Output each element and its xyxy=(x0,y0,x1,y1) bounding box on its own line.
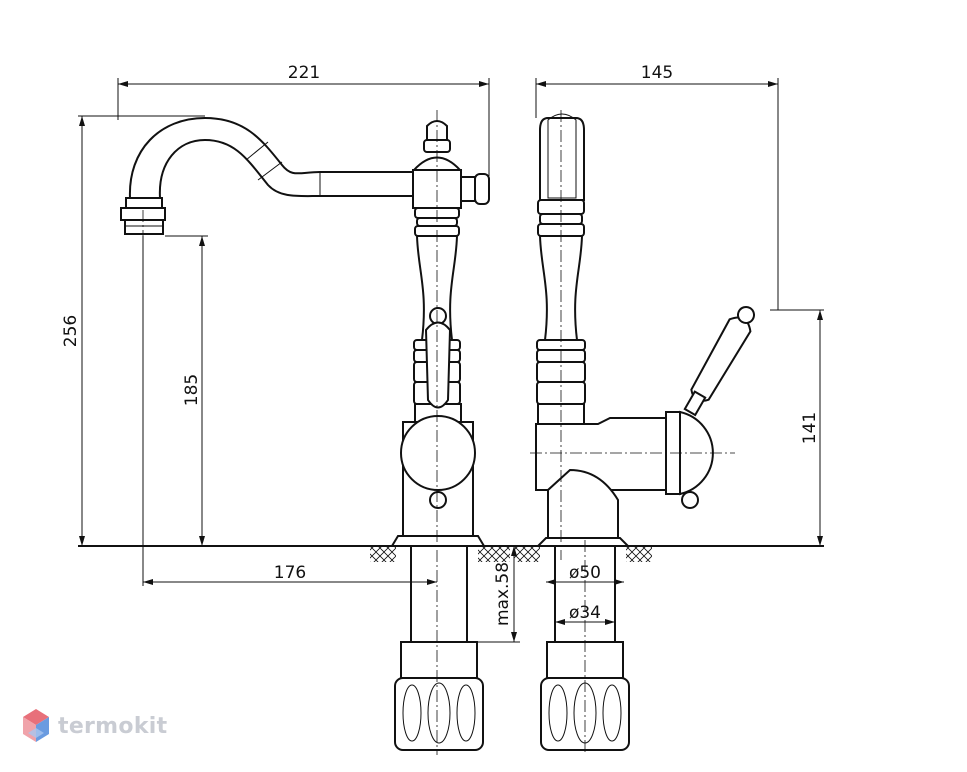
dim-141: 141 xyxy=(800,412,820,444)
side-view xyxy=(530,110,755,755)
dim-221: 221 xyxy=(288,63,320,83)
front-countertop xyxy=(78,545,510,562)
dim-d34: ø34 xyxy=(569,603,601,623)
dim-145: 145 xyxy=(641,63,673,83)
dim-185: 185 xyxy=(182,374,202,406)
dim-256: 256 xyxy=(61,315,81,347)
cube-logo-icon xyxy=(23,709,49,742)
front-shank xyxy=(394,545,484,751)
dim-176: 176 xyxy=(274,563,306,583)
brand-name: termokit xyxy=(58,713,168,739)
front-spout xyxy=(128,116,418,199)
dimension-lines: 221 145 256 185 176 max.58 ø50 xyxy=(61,63,824,643)
front-view xyxy=(120,110,490,755)
brand-logo: termokit xyxy=(22,708,167,744)
front-body xyxy=(390,120,490,547)
dim-max58: max.58 xyxy=(493,562,513,626)
dim-d50: ø50 xyxy=(569,563,601,583)
side-countertop xyxy=(506,545,824,562)
